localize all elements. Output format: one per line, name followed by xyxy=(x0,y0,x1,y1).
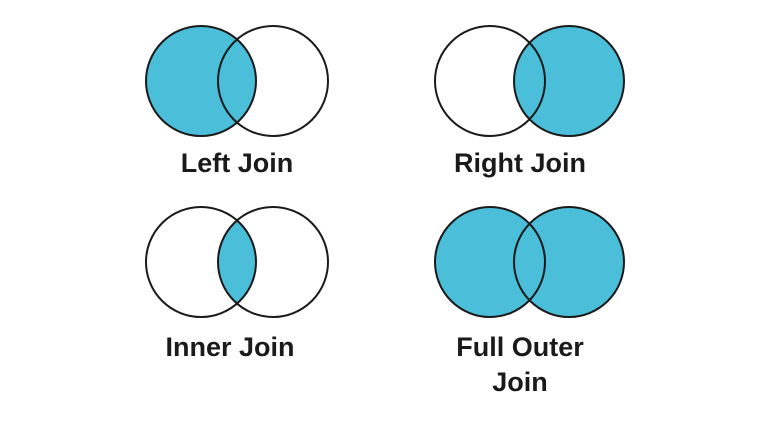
left-set-outline xyxy=(434,206,546,318)
right-set-outline xyxy=(513,206,625,318)
venn-full-outer-join xyxy=(434,206,625,318)
right-set-outline xyxy=(217,25,329,137)
full-outer-join-label: Full Outer Join xyxy=(456,332,584,397)
intersection-fill xyxy=(218,207,256,317)
left-set-outline xyxy=(434,25,546,137)
right-join-label: Right Join xyxy=(454,148,586,178)
right-set-fill xyxy=(514,207,624,317)
left-join-label: Left Join xyxy=(180,148,294,178)
venn-left-join xyxy=(145,25,329,137)
right-set-fill xyxy=(514,26,624,136)
left-set-fill xyxy=(435,207,545,317)
left-set-outline xyxy=(145,25,257,137)
inner-join-label: Inner Join xyxy=(165,332,295,362)
right-set-outline xyxy=(513,25,625,137)
venn-right-join xyxy=(434,25,625,137)
intersection-fill xyxy=(218,26,256,136)
left-set-outline xyxy=(145,206,257,318)
right-set-outline xyxy=(217,206,329,318)
venn-inner-join xyxy=(145,206,329,318)
